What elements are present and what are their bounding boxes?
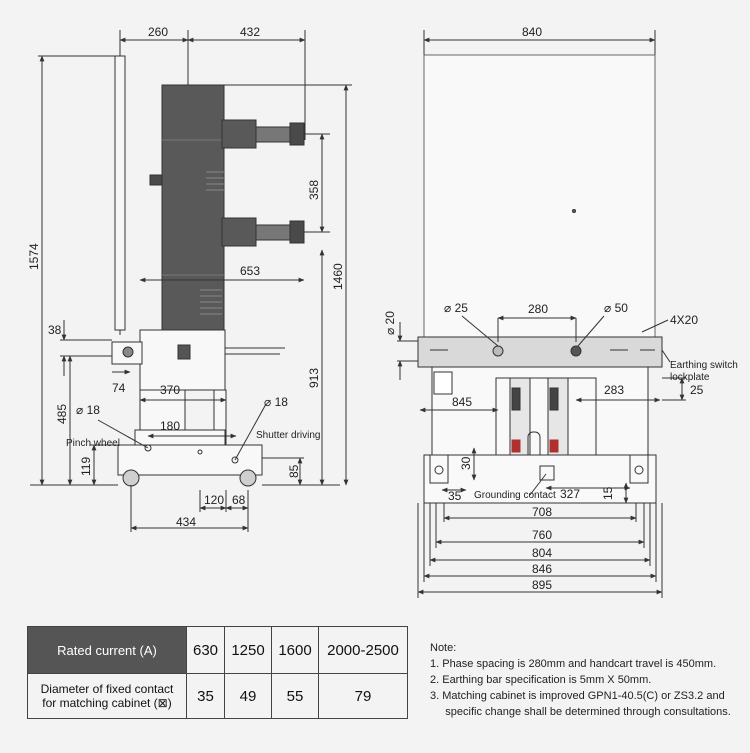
dim-913: 913 [307,368,321,388]
notes-title: Note: [430,642,457,654]
note-item: 2. Earthing bar specification is 5mm X 5… [430,674,652,686]
dim-280: 280 [528,302,548,316]
dim-895: 895 [532,578,552,592]
note-item: specific change shall be determined thro… [430,706,731,718]
side-view [30,30,352,532]
dim-434: 434 [176,515,196,529]
current-cell: 2000-2500 [318,626,408,674]
diameter-label: Diameter of fixed contact for matching c… [27,673,187,719]
dim-120: 120 [204,493,224,507]
dim-68: 68 [232,493,246,507]
dim-760: 760 [532,528,552,542]
table-row: Rated current (A) 630 1250 1600 2000-250… [27,626,408,674]
dim-845: 845 [452,395,472,409]
dim-20: ⌀ 20 [383,311,397,335]
dim-119: 119 [79,457,93,476]
label-shutter-driving: Shutter driving [256,430,320,441]
label-earthing-switch: Earthing switch [670,360,738,371]
dim-74: 74 [112,381,126,395]
front-view [397,30,686,598]
diameter-label-line-1: Diameter of fixed contact [40,682,174,696]
table-row: Diameter of fixed contact for matching c… [27,673,408,719]
dim-hole-50: ⌀ 50 [604,301,628,315]
dim-15: 15 [601,486,615,500]
dim-283: 283 [604,383,624,397]
diameter-cell: 55 [271,673,319,719]
dim-485: 485 [55,404,69,424]
dim-38: 38 [48,323,62,337]
current-cell: 630 [186,626,225,674]
dim-35: 35 [448,489,462,503]
dim-4x20: 4X20 [670,313,698,327]
dim-804: 804 [532,546,552,560]
dim-260: 260 [148,25,168,39]
dim-653: 653 [240,264,260,278]
rated-current-header: Rated current (A) [27,626,187,674]
diameter-label-line-2: for matching cabinet (⊠) [42,696,172,710]
dim-432: 432 [240,25,260,39]
label-pinch-wheel: Pinch wheel [66,438,120,449]
dim-846: 846 [532,562,552,576]
dim-25: 25 [690,383,704,397]
dim-708: 708 [532,505,552,519]
label-lockplate: lockplate [670,372,710,383]
dim-hole-18-b: ⌀ 18 [264,395,288,409]
dim-840: 840 [522,25,542,39]
dim-370: 370 [160,383,180,397]
dim-327: 327 [560,487,580,501]
dim-180: 180 [160,419,180,433]
note-item: 1. Phase spacing is 280mm and handcart t… [430,658,717,670]
dim-358: 358 [307,180,321,200]
current-cell: 1600 [271,626,319,674]
dim-1574: 1574 [27,243,41,270]
spec-table: Rated current (A) 630 1250 1600 2000-250… [27,626,408,719]
dim-hole-25: ⌀ 25 [444,301,468,315]
diameter-cell: 79 [318,673,408,719]
dim-hole-18-a: ⌀ 18 [76,403,100,417]
diameter-cell: 49 [224,673,272,719]
dim-85: 85 [287,464,301,478]
label-grounding-contact: Grounding contact [474,490,556,501]
notes: Note: 1. Phase spacing is 280mm and hand… [430,640,745,720]
dim-1460: 1460 [331,263,345,290]
diameter-cell: 35 [186,673,225,719]
dim-30: 30 [459,456,473,470]
note-item: 3. Matching cabinet is improved GPN1-40.… [430,690,725,702]
current-cell: 1250 [224,626,272,674]
